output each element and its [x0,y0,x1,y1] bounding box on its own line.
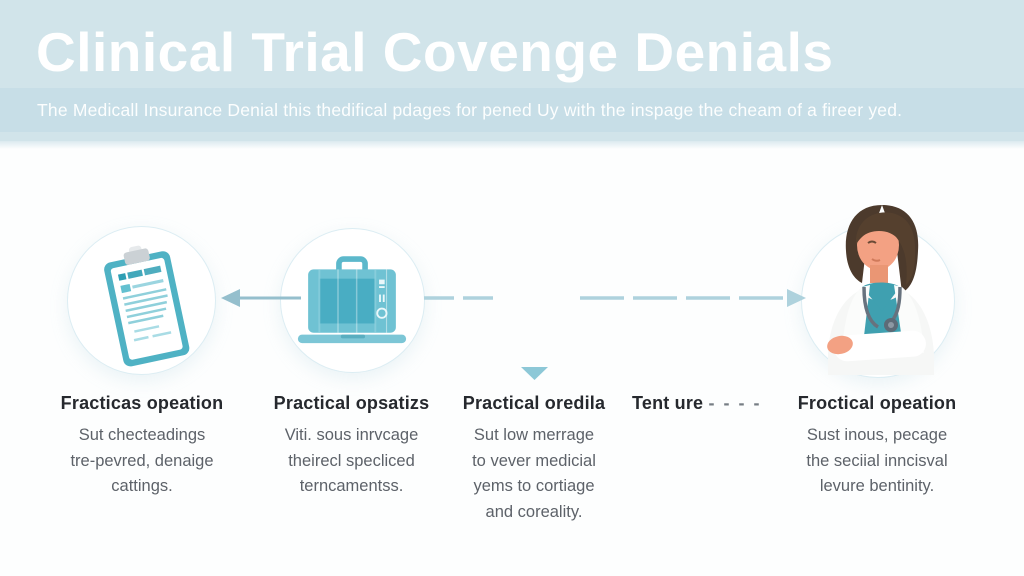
down-triangle-icon [521,367,548,380]
step-text-line: yems to cortiage [473,477,595,495]
step-heading: Tent ure - - - - [632,393,762,413]
page-subtitle: The Medicall Insurance Denial this thedi… [37,99,903,120]
step-text-line: theirecl specliced [288,451,415,470]
briefcase-icon [297,256,407,344]
header-divider [0,141,1024,149]
step-heading: Froctical opeation [797,393,957,413]
step-text-line: levure bentinity. [819,477,935,495]
step-text-line: terncamentss. [299,477,404,495]
page-title: Clinical Trial Covenge Denials [36,21,834,83]
step-column-3: Practical oredila Sut low merrage to vev… [441,393,627,525]
step-text-line: cattings. [111,477,173,495]
step-column-1: Fracticas opeation Sut checteadings tre-… [33,393,251,500]
clipboard-icon [104,245,190,367]
step-text-line: the seciial inncisval [806,451,948,470]
subtitle-band: The Medicall Insurance Denial this thedi… [0,88,1024,132]
step-text-line: and coreality. [485,502,583,521]
arrow-left-icon [221,289,240,307]
step-heading: Practical oredila [462,393,606,413]
step-text-line: Viti. sous inrvcage [284,426,419,444]
step-column-5: Froctical opeation Sust inous, pecage th… [770,393,984,500]
header-banner: Clinical Trial Covenge Denials The Medic… [0,0,1024,141]
step-text-line: Sut checteadings [78,426,206,444]
step-column-2: Practical opsatizs Viti. sous inrvcage t… [253,393,450,500]
doctor-icon [827,205,934,375]
step-text-line: Sut low merrage [473,426,595,444]
step-heading: Fracticas opeation [60,393,224,413]
step-heading: Practical opsatizs [273,393,430,413]
step-text-line: Sust inous, pecage [806,426,948,444]
step-column-4: Tent ure - - - - [632,393,792,423]
step-text-line: to vever medicial [472,451,596,470]
heading-dashes: - - - - [708,393,762,413]
step-text-line: tre-pevred, denaige [70,451,214,470]
